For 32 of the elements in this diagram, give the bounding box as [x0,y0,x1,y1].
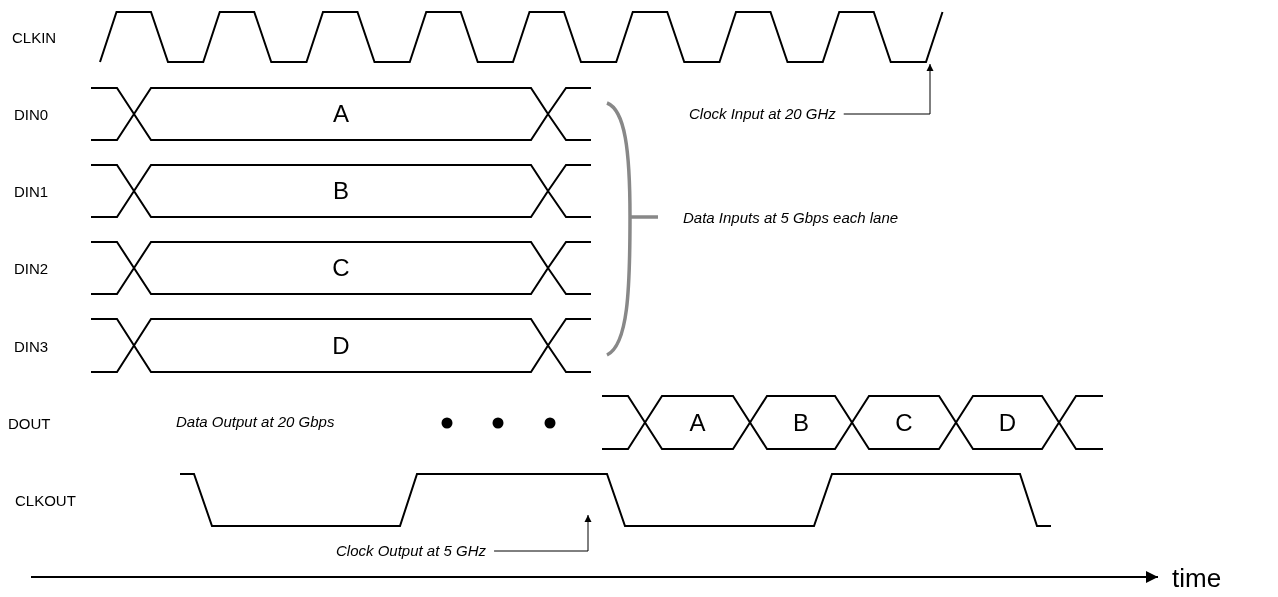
clock-waveform [179,473,1052,527]
signal-name: CLKOUT [15,492,76,508]
data-eye [645,396,750,449]
clock-waveform [99,11,944,63]
data-value: D [997,410,1018,435]
data-value: B [332,179,350,203]
signal-name: DIN0 [14,106,49,122]
data-value: B [792,410,810,435]
annotation-text: Clock Output at 5 GHz [336,542,487,560]
signal-name: DOUT [8,415,51,431]
axis-label: time [1172,565,1222,591]
data-eye [956,396,1059,449]
signal-name: DIN1 [14,183,49,199]
annotation-text: Clock Input at 20 GHz [689,105,836,123]
data-value: C [894,410,914,435]
annotation-text: Data Output at 20 Gbps [176,413,335,429]
leader-line [843,63,934,115]
signal-name: DIN2 [14,260,49,276]
data-eye [134,88,548,140]
data-value: A [332,102,350,126]
data-eye [750,396,852,449]
data-eye [134,319,548,372]
data-eye [134,242,548,294]
leader-line [493,514,592,552]
signal-name: DIN3 [14,338,49,354]
data-value: D [331,333,351,358]
signal-name: CLKIN [12,29,57,45]
data-eye [134,165,548,217]
data-eye [852,396,956,449]
data-value: A [688,410,707,435]
annotation-text: Data Inputs at 5 Gbps each lane [683,209,899,225]
data-value: C [331,256,351,280]
